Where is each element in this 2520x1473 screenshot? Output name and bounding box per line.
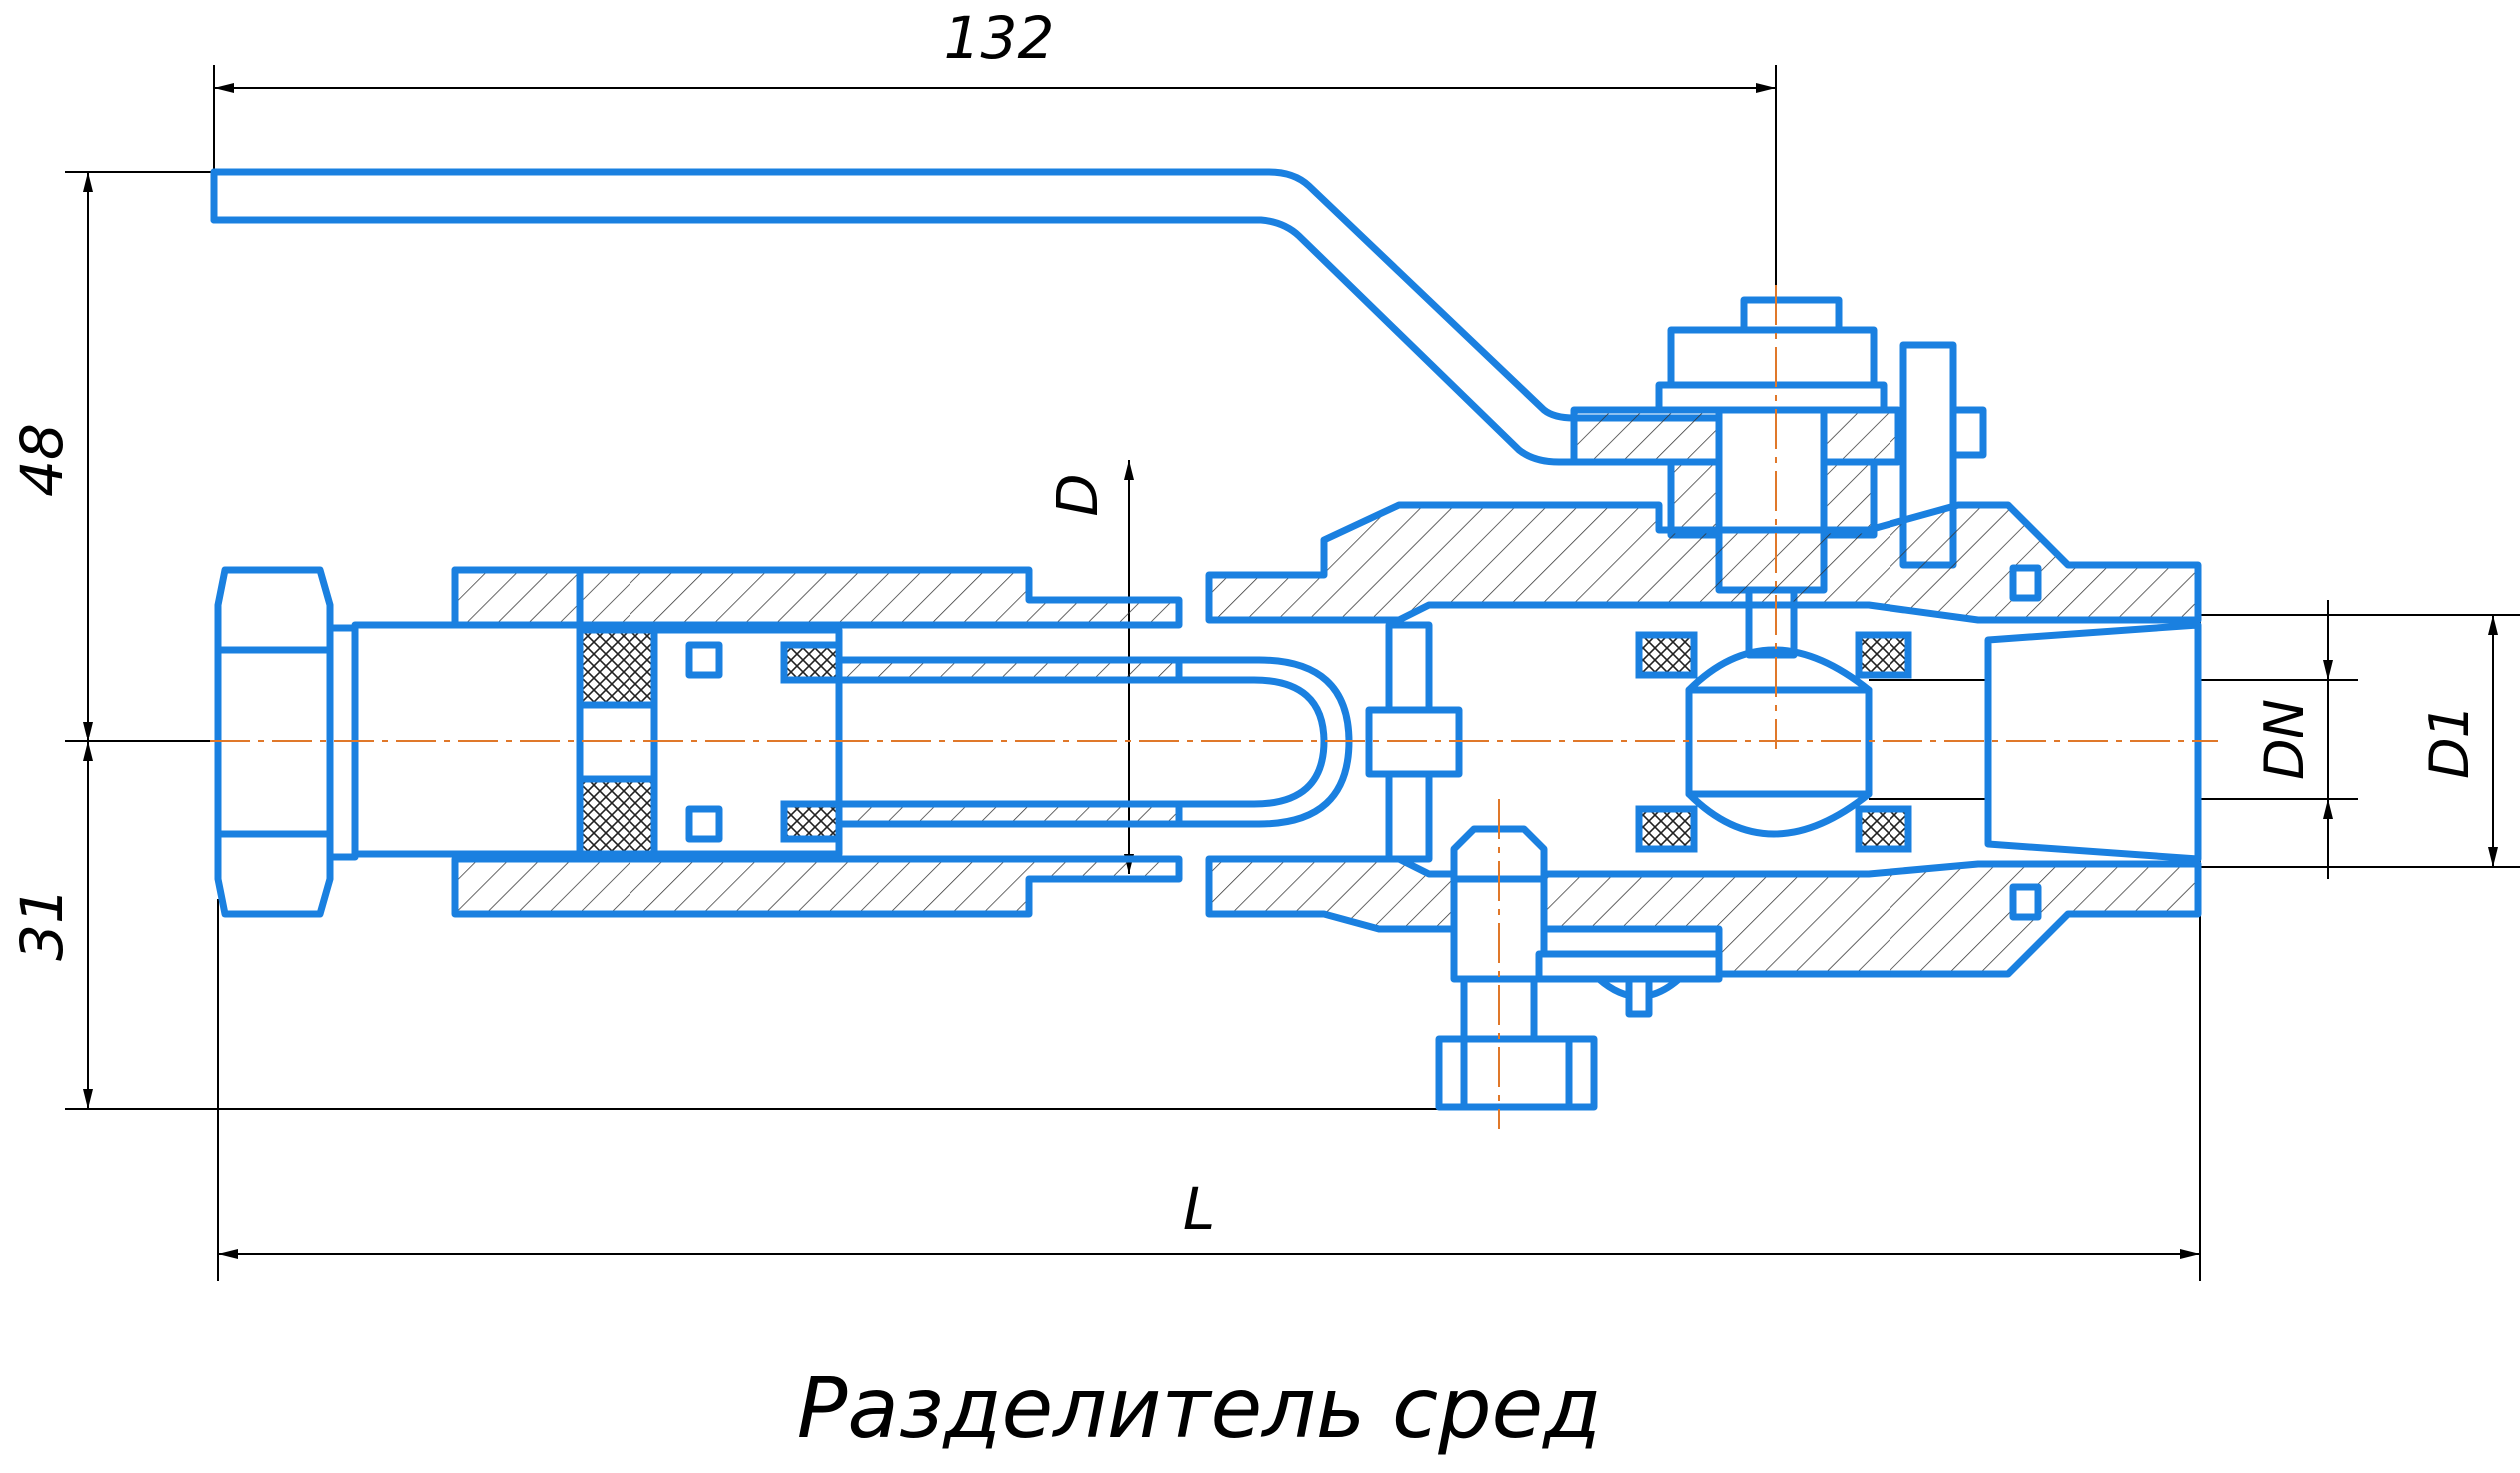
dimension-48: 48 [8, 171, 240, 742]
dimension-L-label: L [1183, 1175, 1215, 1243]
dimension-48-label: 48 [8, 423, 76, 497]
drawing-title: Разделитель сред [797, 1359, 1602, 1457]
dimension-31-label: 31 [8, 887, 76, 961]
dimension-D-label: D [1046, 473, 1111, 516]
dimension-31: 31 [8, 741, 1449, 1110]
dimension-D1: D1 [2198, 614, 2520, 868]
dimension-132: 132 [213, 4, 1777, 300]
center-axes [210, 285, 2218, 1129]
vent-plug [1435, 825, 1723, 1111]
separator-body [451, 566, 1183, 918]
valve-body [1205, 501, 2202, 978]
valve-handle [210, 168, 1902, 466]
dimension-132-label: 132 [944, 4, 1055, 72]
membrane-tube [835, 656, 1353, 828]
dimension-DN-label: DN [2253, 699, 2316, 780]
dimension-D1-label: D1 [2418, 704, 2481, 779]
